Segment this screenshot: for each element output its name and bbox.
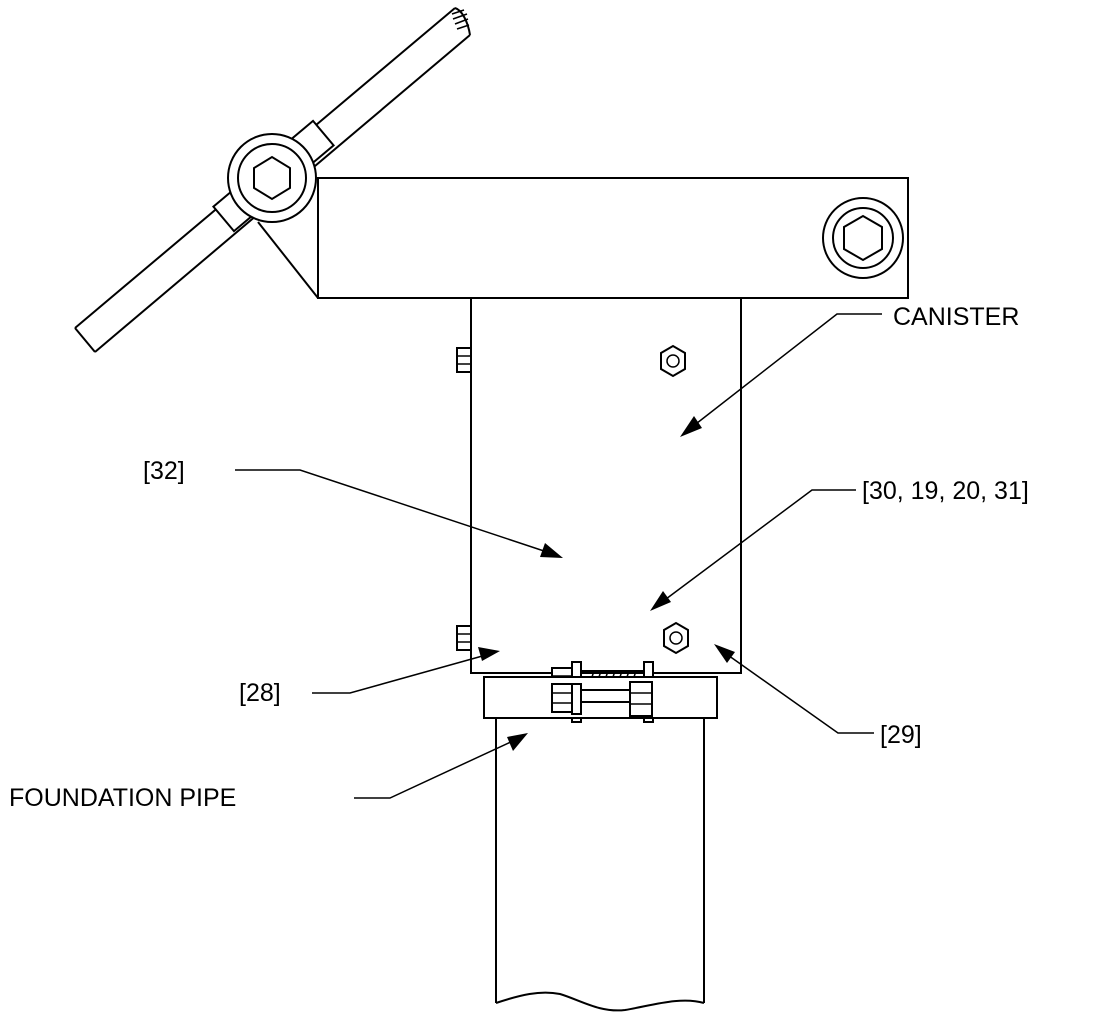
item-29-label: [29] xyxy=(880,721,922,749)
item-30-19-20-31-label: [30, 19, 20, 31] xyxy=(862,477,1029,505)
clamp-hex-nut-icon xyxy=(253,155,291,201)
canister-face-nut-bottom xyxy=(663,621,689,655)
canister-body xyxy=(456,297,742,674)
canister-label: CANISTER xyxy=(893,303,1019,331)
arm-section-hatch xyxy=(451,9,470,30)
right-hex-nut-icon xyxy=(843,214,883,262)
pipe-clamp-band xyxy=(483,676,718,719)
clamp-bolt-inner xyxy=(237,143,307,213)
leaders xyxy=(235,313,882,799)
clamp-bolt-outer xyxy=(227,133,317,223)
item-32-label: [32] xyxy=(143,457,185,485)
left-side-nut-bottom xyxy=(456,625,472,651)
left-side-nut-top xyxy=(456,347,472,373)
crossbar-right-bolt xyxy=(822,197,904,279)
cross-bar xyxy=(257,177,909,299)
foundation-pipe-label: FOUNDATION PIPE xyxy=(9,784,236,812)
canister-face-nut-top xyxy=(660,344,686,378)
item-28-label: [28] xyxy=(239,679,281,707)
arm-clamp xyxy=(211,119,336,233)
foundation-pipe-body xyxy=(495,718,705,1012)
pipe-break-line xyxy=(495,991,705,1012)
